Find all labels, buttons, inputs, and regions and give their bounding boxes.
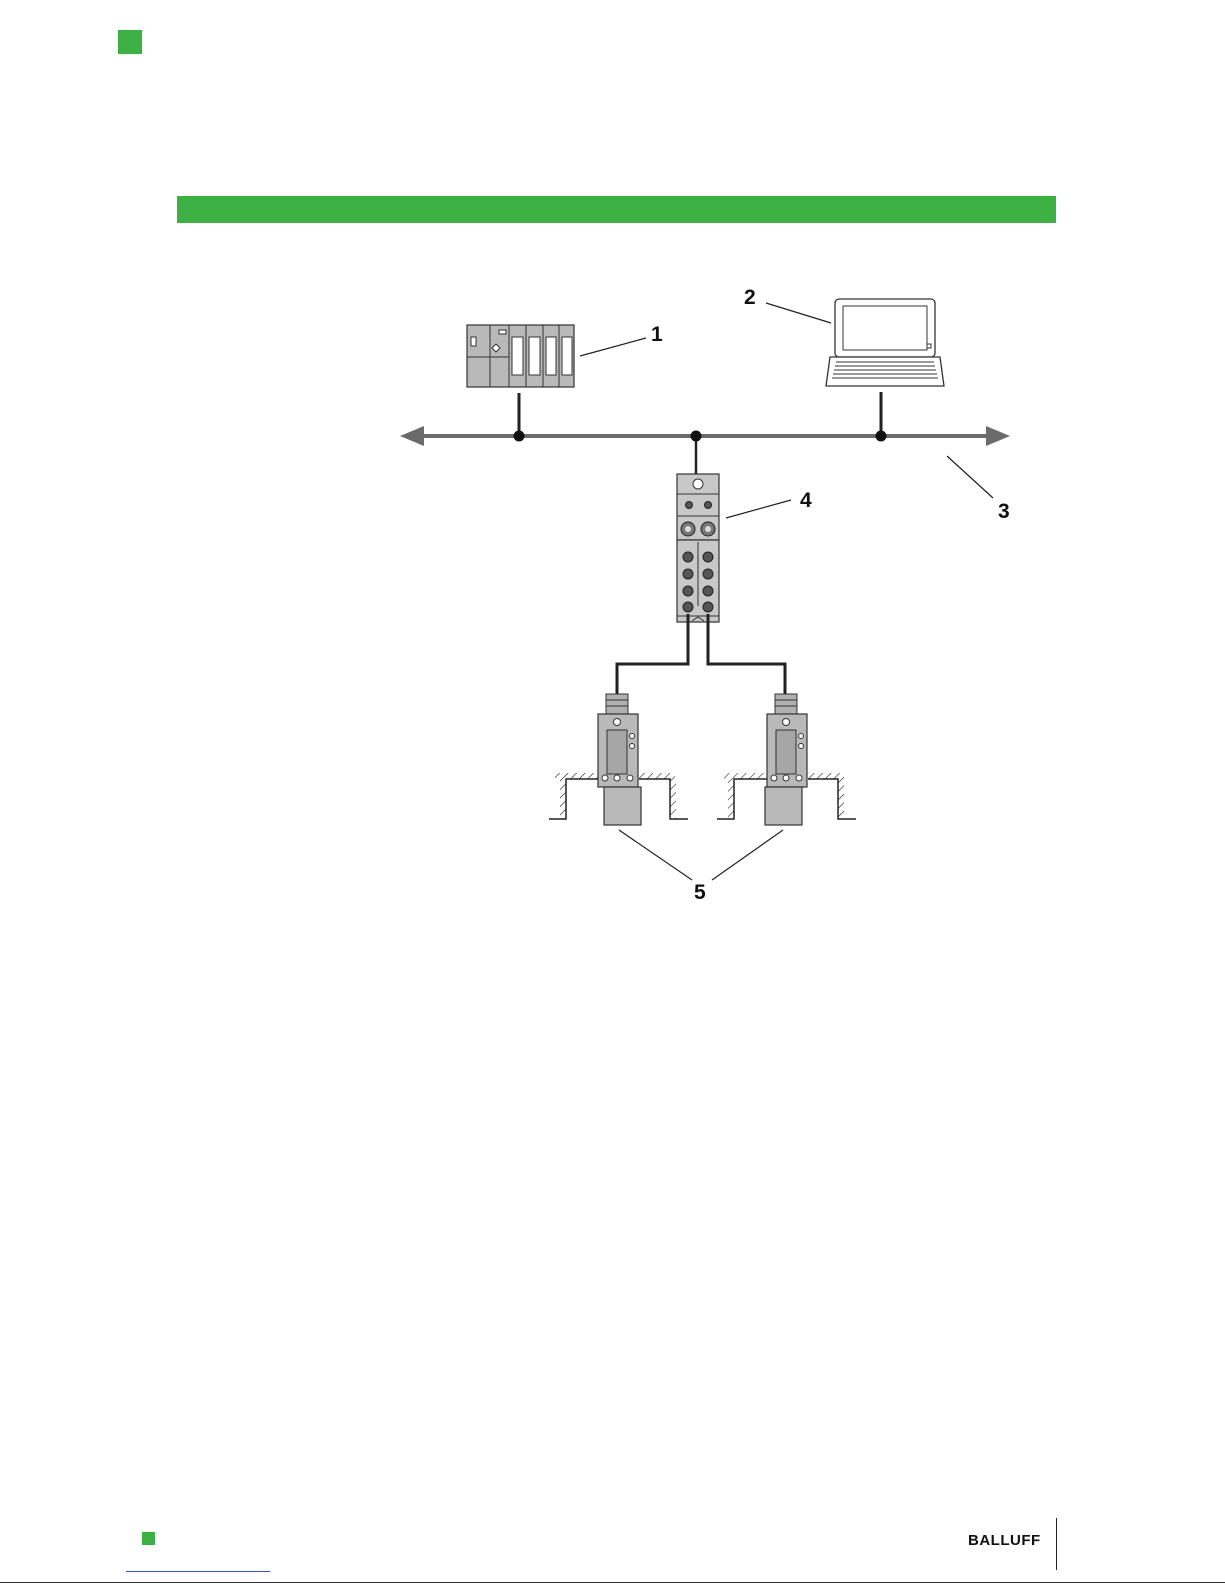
callout-laptop: 2 (744, 286, 756, 309)
callout-sensors: 5 (694, 881, 706, 904)
module-callout-leader (726, 500, 791, 518)
footer-link-underline (126, 1571, 270, 1572)
network-diagram: 1 2 3 (0, 0, 1225, 960)
brand-logo: BALLUFF (968, 1532, 1041, 1549)
bus-callout-leader (947, 456, 993, 498)
sensor-right (717, 694, 856, 825)
footer-marker (142, 1532, 155, 1545)
plc-callout-leader (580, 338, 646, 356)
sensor-right-callout-leader (712, 830, 783, 880)
laptop-callout-leader (766, 303, 831, 323)
footer-divider (1056, 1518, 1057, 1570)
footer-rule (0, 1582, 1225, 1583)
sensor-left-callout-leader (619, 830, 692, 880)
callout-module: 4 (800, 489, 812, 512)
fieldbus-line (400, 426, 1010, 446)
callout-plc: 1 (651, 323, 663, 346)
sensor-left (549, 694, 688, 825)
plc-controller (467, 325, 574, 387)
laptop-computer (826, 299, 944, 386)
callout-bus: 3 (998, 500, 1010, 523)
io-module (677, 474, 719, 622)
